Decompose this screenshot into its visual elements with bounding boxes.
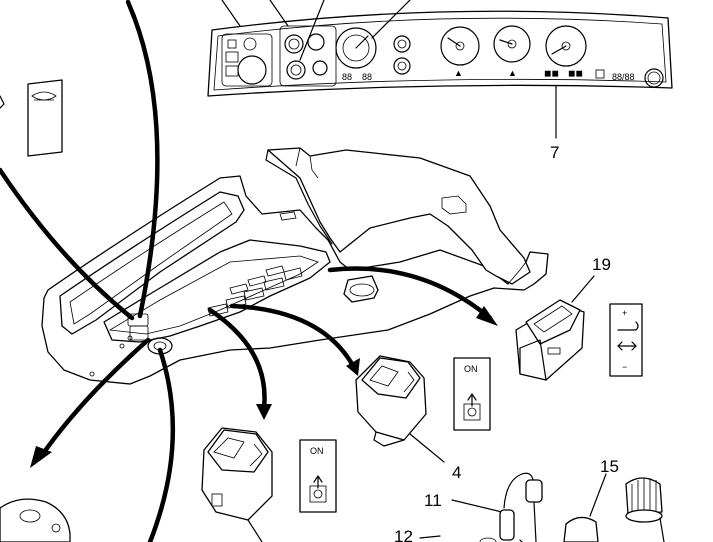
symbol-plate-19 [609, 303, 643, 377]
knob-15 [563, 473, 607, 542]
callout-19: 19 [592, 255, 611, 274]
callout-12: 12 [394, 527, 413, 542]
assembly-arrows [0, 0, 498, 542]
instrument-panel: 88 88 ▲ ▲ ◼◼ ◼◼ 88/88 [207, 10, 673, 139]
connector-part-11 [451, 472, 543, 542]
minus-symbol: − [622, 362, 627, 372]
callout-4: 4 [452, 463, 461, 482]
bracket-lower-left [0, 498, 71, 542]
leader-line [371, 0, 411, 39]
svg-text:◼◼: ◼◼ [544, 68, 559, 78]
console-housing [41, 147, 549, 385]
rocker-switch-19 [515, 275, 595, 381]
symbol-plate-lower [299, 439, 337, 513]
callout-15: 15 [600, 457, 619, 476]
svg-text:88: 88 [362, 72, 372, 82]
svg-text:▲: ▲ [454, 68, 463, 78]
on-label-switch-4: ON [464, 364, 478, 374]
svg-text:88: 88 [342, 72, 352, 82]
on-label-switch-lower: ON [310, 446, 324, 456]
callout-7: 7 [550, 143, 559, 162]
rocker-switch-4 [355, 355, 445, 463]
knob-large [625, 477, 665, 542]
leader-line [269, 0, 289, 27]
symbol-plate-4 [453, 357, 491, 431]
part-12-leader [419, 535, 497, 542]
side-module-left [0, 79, 63, 157]
svg-text:▲: ▲ [508, 68, 517, 78]
leader-line [299, 0, 325, 61]
svg-text:88/88: 88/88 [612, 72, 635, 82]
leader-line [221, 0, 241, 27]
plus-symbol: + [622, 308, 627, 318]
callout-11: 11 [424, 491, 442, 510]
rocker-switch-lower [201, 427, 273, 542]
svg-text:◼◼: ◼◼ [568, 68, 583, 78]
